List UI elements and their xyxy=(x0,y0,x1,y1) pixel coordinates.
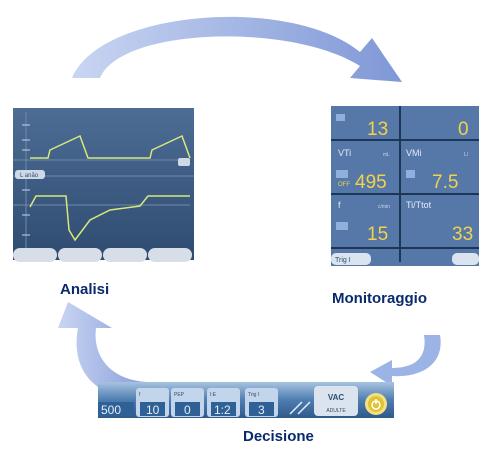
monitor-grid xyxy=(331,106,479,262)
waveform-grid xyxy=(13,112,194,252)
monitor-value: 495 xyxy=(355,172,387,193)
knob-value: 0 xyxy=(184,403,191,417)
monitor-value: 7.5 xyxy=(432,172,458,193)
waveform-ticks xyxy=(22,124,30,236)
monitor-unit: mL xyxy=(383,152,390,158)
knob-value: 1:2 xyxy=(214,403,231,417)
flow-trace xyxy=(29,195,190,242)
monitor-title: Ti/Ttot xyxy=(406,200,432,210)
mode-sub-label: ADULTE xyxy=(326,408,346,414)
arrow-monitoring-to-decision xyxy=(370,335,441,386)
monitor-value: 13 xyxy=(367,119,388,140)
knob-value: 10 xyxy=(146,403,160,417)
monitor-badge: OFF xyxy=(338,182,350,188)
arrow-decision-to-analysis xyxy=(58,302,160,401)
monitor-value: 0 xyxy=(458,119,469,140)
mode-box xyxy=(314,386,358,416)
monitor-panel: 13 0 VTi mL OFF 495 VMi L/ 7.5 f c/min 1… xyxy=(331,106,479,266)
waveform-panel: L anão xyxy=(13,108,194,262)
pressure-trace xyxy=(30,134,191,159)
monitor-title: f xyxy=(338,200,341,210)
monitor-title: VMi xyxy=(406,148,422,158)
monitor-value: 33 xyxy=(452,224,473,245)
waveform-buttons xyxy=(13,248,192,262)
knob-label: Trig I xyxy=(248,392,259,398)
knob-label: I:E xyxy=(210,392,217,398)
monitor-title: VTi xyxy=(338,148,351,158)
mode-label: VAC xyxy=(328,393,345,402)
monitor-tab: Trig I xyxy=(335,257,351,264)
knob-label: f xyxy=(139,392,141,398)
monitor-value: 15 xyxy=(367,224,388,245)
label-decision: Decisione xyxy=(243,428,314,445)
control-bar: 500 f 10 PEP 0 I:E 1:2 Trig I 3 VAC ADUL… xyxy=(98,382,394,418)
label-monitoring: Monitoraggio xyxy=(332,290,427,307)
arrow-analysis-to-monitoring xyxy=(72,16,402,82)
control-first-value: 500 xyxy=(101,403,121,417)
knob-label: PEP xyxy=(174,392,185,398)
monitor-mini-icons xyxy=(336,114,415,230)
waveform-marker-label: L anão xyxy=(20,173,39,179)
tool-icon xyxy=(289,401,311,415)
monitor-unit: c/min xyxy=(378,204,390,210)
label-analysis: Analisi xyxy=(60,281,110,298)
monitor-unit: L/ xyxy=(464,152,469,158)
waveform-marker xyxy=(15,170,45,179)
knob-value: 3 xyxy=(258,403,265,417)
